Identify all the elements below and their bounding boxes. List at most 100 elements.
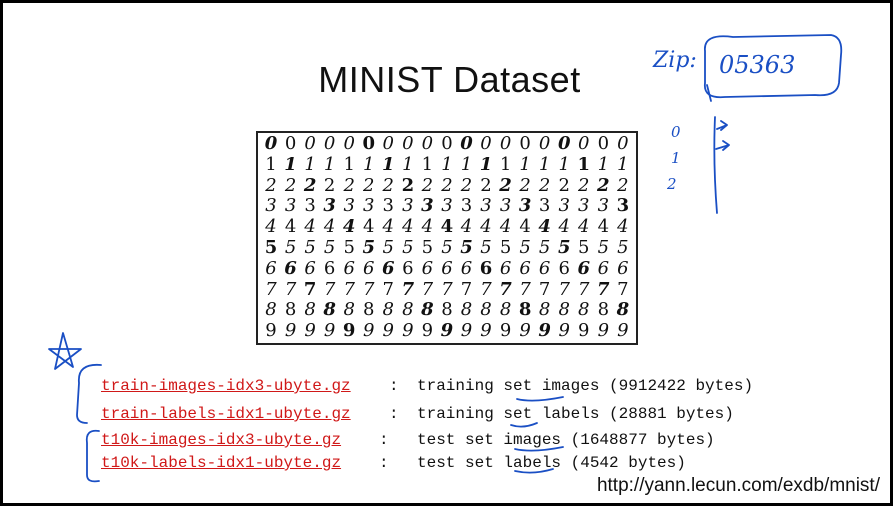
digit-glyph: 1 (382, 153, 395, 175)
digit-glyph: 0 (441, 133, 453, 154)
digit-glyph: 3 (558, 195, 570, 217)
file-link-train-labels[interactable]: train-labels-idx1-ubyte.gz (101, 405, 351, 423)
digit-glyph: 0 (578, 133, 590, 154)
digit-glyph: 3 (304, 195, 316, 217)
digit-glyph: 8 (499, 299, 512, 321)
bracket-ink-train (76, 363, 102, 424)
digit-glyph: 3 (284, 195, 297, 217)
digit-glyph: 6 (479, 257, 493, 279)
digit-glyph: 9 (342, 320, 356, 342)
digit-glyph: 8 (578, 299, 590, 321)
digit-glyph: 7 (265, 278, 277, 300)
digit-glyph: 3 (460, 195, 473, 217)
digit-glyph: 4 (363, 216, 375, 238)
digit-glyph: 9 (617, 320, 629, 342)
digit-glyph: 4 (323, 216, 336, 238)
digit-glyph: 6 (265, 257, 277, 279)
margin-digit-0: 0 (671, 123, 681, 141)
digit-glyph: 7 (597, 278, 610, 300)
digit-glyph: 8 (480, 299, 492, 321)
digit-glyph: 2 (499, 174, 512, 196)
file-link-test-labels[interactable]: t10k-labels-idx1-ubyte.gz (101, 454, 342, 472)
digit-glyph: 5 (284, 236, 297, 258)
digit-glyph: 7 (343, 278, 355, 300)
digit-glyph: 5 (460, 236, 473, 258)
digit-glyph: 3 (578, 195, 590, 217)
star-doodle-icon (48, 332, 82, 370)
digit-glyph: 3 (441, 195, 453, 217)
digit-glyph: 2 (303, 174, 317, 196)
digit-glyph: 5 (617, 236, 629, 258)
digit-glyph: 1 (577, 153, 591, 175)
digit-glyph: 3 (538, 195, 551, 217)
digit-glyph: 4 (480, 216, 492, 238)
digit-glyph: 9 (597, 320, 610, 342)
file-colon: : (389, 377, 399, 395)
digit-glyph: 0 (597, 133, 610, 154)
digit-glyph: 9 (402, 320, 414, 342)
digit-glyph: 5 (323, 236, 336, 258)
digit-glyph: 0 (499, 133, 512, 154)
digit-glyph: 4 (440, 216, 454, 238)
digit-glyph: 2 (382, 174, 394, 196)
digit-glyph: 0 (460, 133, 473, 154)
digit-glyph: 4 (460, 216, 473, 238)
digit-glyph: 0 (284, 133, 297, 154)
digit-glyph: 4 (421, 216, 434, 238)
digit-glyph: 6 (519, 257, 531, 279)
digit-glyph: 7 (519, 278, 531, 300)
digit-glyph: 9 (304, 320, 316, 342)
digit-glyph: 4 (342, 216, 356, 238)
margin-digit-2: 2 (666, 175, 677, 193)
digit-glyph: 2 (441, 174, 453, 196)
digit-glyph: 7 (538, 278, 551, 300)
digit-glyph: 8 (558, 299, 570, 321)
digit-glyph: 5 (382, 236, 394, 258)
digit-glyph: 2 (363, 174, 375, 196)
digit-glyph: 5 (441, 236, 453, 258)
file-link-test-images[interactable]: t10k-images-idx3-ubyte.gz (101, 431, 342, 449)
digit-glyph: 2 (538, 174, 551, 196)
digit-glyph: 9 (382, 320, 394, 342)
digit-glyph: 4 (597, 216, 610, 238)
digit-glyph: 0 (304, 133, 316, 154)
digit-glyph: 2 (480, 174, 492, 196)
digit-glyph: 3 (363, 195, 375, 217)
digit-glyph: 4 (499, 216, 512, 238)
digit-glyph: 8 (304, 299, 316, 321)
digit-glyph: 6 (441, 257, 453, 279)
file-link-train-images[interactable]: train-images-idx3-ubyte.gz (101, 377, 351, 395)
digit-glyph: 1 (402, 153, 414, 175)
digit-glyph: 1 (304, 153, 316, 175)
digit-glyph: 6 (363, 257, 375, 279)
digit-glyph: 2 (421, 174, 434, 196)
digit-glyph: 3 (480, 195, 492, 217)
digit-glyph: 0 (557, 133, 571, 154)
file-description-train-images: training set images (9912422 bytes) (417, 377, 754, 395)
digit-glyph: 6 (558, 257, 570, 279)
underline-ink-set (516, 396, 564, 402)
digit-glyph: 9 (284, 320, 297, 342)
digit-glyph: 1 (323, 153, 336, 175)
digit-glyph: 7 (558, 278, 570, 300)
digit-glyph: 2 (343, 174, 355, 196)
digit-glyph: 0 (538, 133, 551, 154)
digit-glyph: 6 (304, 257, 316, 279)
digit-glyph: 6 (460, 257, 473, 279)
digit-glyph: 9 (538, 320, 551, 342)
digit-glyph: 4 (304, 216, 316, 238)
digit-glyph: 8 (363, 299, 375, 321)
vertical-ink-line (713, 116, 718, 214)
source-url[interactable]: http://yann.lecun.com/exdb/mnist/ (596, 475, 880, 496)
digit-glyph: 4 (578, 216, 590, 238)
digit-glyph: 5 (597, 236, 610, 258)
digit-glyph: 6 (499, 257, 512, 279)
digit-glyph: 0 (362, 133, 375, 154)
digit-glyph: 8 (518, 299, 532, 321)
digit-glyph: 4 (402, 216, 414, 238)
digit-glyph: 3 (323, 195, 336, 217)
digit-glyph: 0 (519, 133, 531, 154)
